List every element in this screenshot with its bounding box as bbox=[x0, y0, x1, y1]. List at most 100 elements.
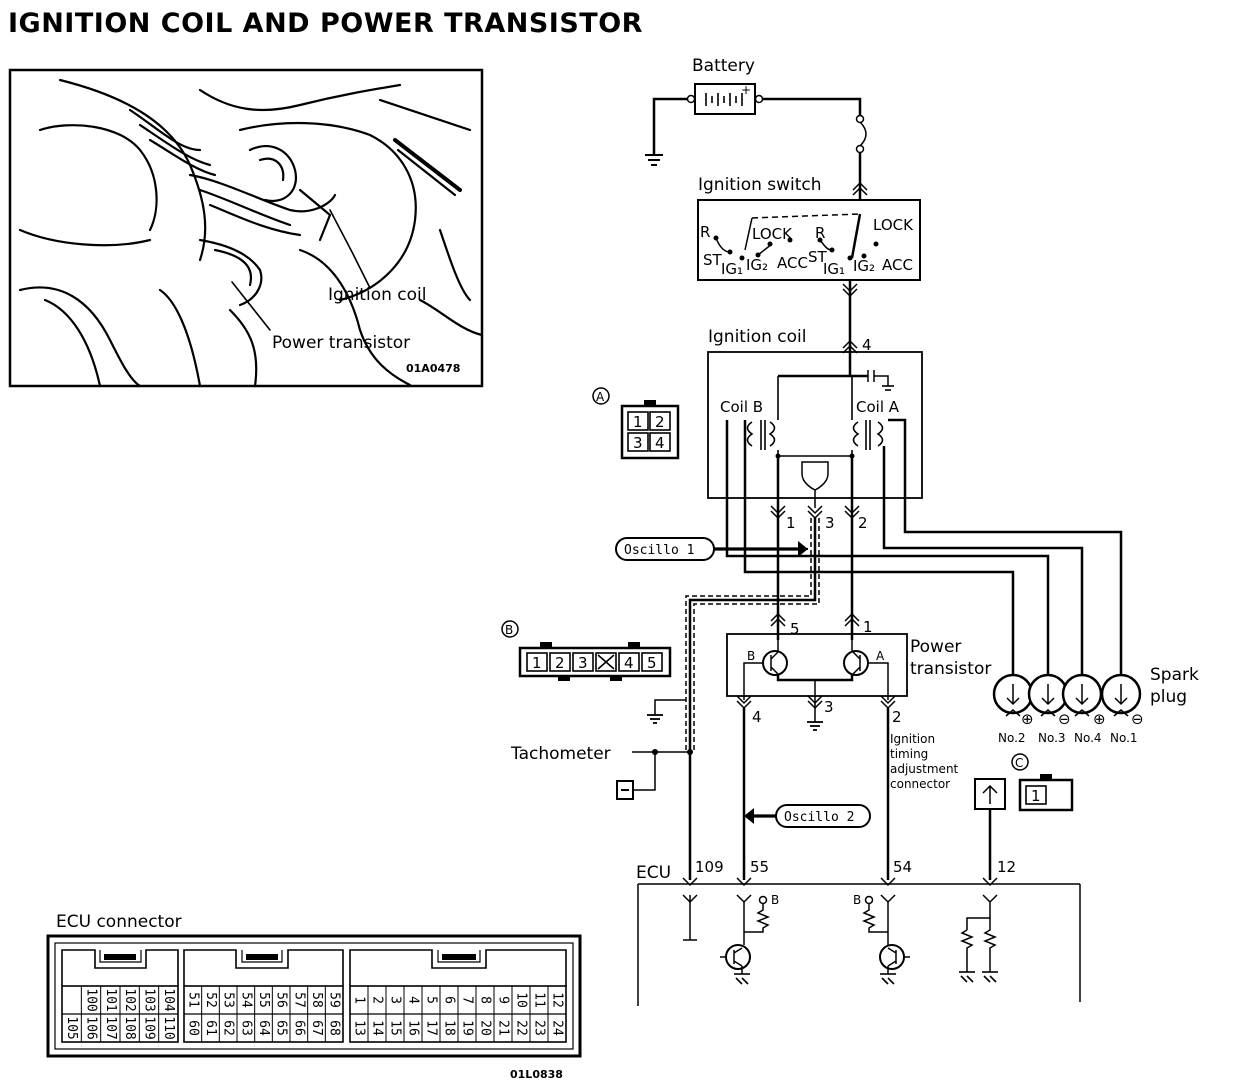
ecu-connector-pin-24: 24 bbox=[550, 1020, 565, 1036]
ecu-connector-pin-16: 16 bbox=[406, 1020, 421, 1036]
switch-left-ig1: IG₁ bbox=[721, 260, 743, 278]
ecu-connector-pin-102: 102 bbox=[122, 988, 137, 1011]
connector-a-pin-2: 2 bbox=[655, 413, 665, 431]
coil-a-secondary-lead-1 bbox=[888, 418, 1123, 684]
switch-left-r: R bbox=[700, 223, 710, 241]
battery-plus: + bbox=[741, 83, 751, 97]
coil-out-pin-2: 2 bbox=[858, 514, 868, 532]
ecu-connector-code: 01L0838 bbox=[510, 1068, 563, 1081]
ecu-terminal-54: 54 bbox=[893, 858, 912, 876]
ecu-connector-pin-17: 17 bbox=[424, 1020, 439, 1036]
ecu-connector-pin-13: 13 bbox=[352, 1020, 367, 1036]
tach-signal-wire bbox=[688, 518, 817, 880]
spark-plug-no1: ⊖ bbox=[1100, 673, 1144, 728]
ecu-connector-pin-18: 18 bbox=[442, 1020, 457, 1036]
ecu-terminal-12: 12 bbox=[997, 858, 1016, 876]
connector-a: A 1 2 3 4 bbox=[592, 387, 680, 460]
ecu-connector-pin-14: 14 bbox=[370, 1020, 385, 1036]
ecu-connector-pin-107: 107 bbox=[103, 1016, 118, 1039]
connector-b: B 1 2 3 4 5 bbox=[501, 620, 672, 681]
switch-right-acc: ACC bbox=[882, 256, 913, 274]
battery-cells bbox=[705, 93, 743, 106]
ecu-connector-pin-7: 7 bbox=[460, 996, 475, 1004]
coil-b-winding bbox=[746, 376, 779, 456]
ecu-connector-pin-12: 12 bbox=[550, 992, 565, 1008]
coil-connector-1 bbox=[770, 505, 786, 520]
ecu-connector-pin-52: 52 bbox=[203, 992, 218, 1008]
connector-a-pin-3: 3 bbox=[633, 434, 643, 452]
timing-label-1: Ignition bbox=[890, 732, 935, 746]
oscillo-2-label: Oscillo 2 bbox=[784, 810, 854, 825]
ecu-connector-pin-10: 10 bbox=[514, 992, 529, 1008]
tach-shield-line-1 bbox=[685, 518, 812, 750]
ecu-connector-pin-56: 56 bbox=[274, 992, 289, 1008]
ecu-connector-pin-105: 105 bbox=[64, 1016, 79, 1039]
ecu-connector-pin-104: 104 bbox=[161, 988, 176, 1012]
ecu-terminal-55: 55 bbox=[750, 858, 769, 876]
connector-b-pin-5: 5 bbox=[647, 654, 657, 672]
power-transistor: Power transistor 5 1 B A 4 3 2 bbox=[726, 612, 991, 731]
connector-b-pin-3: 3 bbox=[578, 654, 588, 672]
ecu-block: ECU 109 55 54 12 B B bbox=[636, 858, 1081, 1006]
ecu-connector-pin-21: 21 bbox=[496, 1020, 511, 1036]
ecu-connector-pin-67: 67 bbox=[309, 1020, 324, 1036]
ecu-connector-pin-110: 110 bbox=[161, 1016, 176, 1039]
connector-c-mark: C bbox=[1015, 756, 1023, 770]
ecu-connector-pin-11: 11 bbox=[532, 992, 547, 1008]
ecu-connector-pin-15: 15 bbox=[388, 1020, 403, 1036]
battery-ground-wire bbox=[652, 97, 688, 155]
spark-plugs: Spark plug ⊕ ⊖ ⊕ ⊖ No.2 No.3 No.4 bbox=[992, 665, 1199, 745]
switch-right-st: ST bbox=[808, 248, 828, 266]
page-title: IGNITION COIL AND POWER TRANSISTOR bbox=[8, 8, 643, 39]
spark-plug-no3: ⊖ bbox=[1027, 673, 1071, 728]
ecu-connector-pin-100: 100 bbox=[84, 988, 99, 1011]
coil-a-winding bbox=[851, 376, 884, 456]
ecu-internal-b-1: B bbox=[771, 893, 779, 907]
ecu-internal-b-2: B bbox=[853, 893, 861, 907]
spark-plug-number-2: No.2 bbox=[998, 731, 1026, 745]
switch-right-ig1: IG₁ bbox=[823, 260, 845, 278]
ecu-connector-pin-108: 108 bbox=[122, 1016, 137, 1039]
ecu-connector-pin-62: 62 bbox=[221, 1020, 236, 1036]
ecu-connector-pin-5: 5 bbox=[424, 996, 439, 1004]
ecu-connector-pin-55: 55 bbox=[256, 992, 271, 1008]
switch-left-ig2: IG₂ bbox=[746, 256, 768, 274]
oscillo-1-label: Oscillo 1 bbox=[624, 543, 694, 558]
battery-positive-wire bbox=[762, 97, 862, 115]
timing-label-3: adjustment bbox=[890, 762, 959, 776]
oscillo-1-probe: Oscillo 1 bbox=[615, 537, 808, 561]
ecu-connector-pin-59: 59 bbox=[327, 992, 342, 1008]
spark-plug-number-4: No.4 bbox=[1074, 731, 1102, 745]
ecu-connector-pin-101: 101 bbox=[103, 988, 118, 1011]
ecu-connector-pin-3: 3 bbox=[388, 996, 403, 1004]
ignition-coil: Ignition coil Coil B Coil A bbox=[707, 327, 923, 508]
ignition-coil-label: Ignition coil bbox=[708, 327, 806, 347]
tach-shield-line-2 bbox=[693, 518, 820, 750]
fusible-link bbox=[855, 114, 867, 154]
engine-photo-inset: Ignition coil Power transistor 01A0478 bbox=[8, 68, 484, 388]
ecu-connector-pin-68: 68 bbox=[327, 1020, 342, 1036]
ecu-connector-pin-61: 61 bbox=[203, 1020, 218, 1036]
spark-plug-no4-polarity: ⊕ bbox=[1093, 710, 1106, 728]
ground-symbol-battery bbox=[645, 154, 663, 166]
battery-label: Battery bbox=[692, 56, 755, 76]
switch-connector-bottom bbox=[842, 283, 858, 298]
connector-a-pin-1: 1 bbox=[633, 413, 643, 431]
ecu-connector-pin-53: 53 bbox=[221, 992, 236, 1008]
spark-plug-no1-polarity: ⊖ bbox=[1131, 710, 1144, 728]
ecu-connector-pin-4: 4 bbox=[406, 996, 421, 1004]
ecu-connector-pin-58: 58 bbox=[309, 992, 324, 1008]
ignition-switch-label: Ignition switch bbox=[698, 175, 822, 195]
ecu-connector-pin-60: 60 bbox=[185, 1020, 200, 1036]
coil-pin-4: 4 bbox=[862, 336, 872, 354]
spark-plug-label-1: Spark bbox=[1150, 665, 1199, 685]
coil-b-secondary-lead-2 bbox=[725, 420, 1050, 684]
ecu-connector-pin-109: 109 bbox=[142, 1016, 157, 1039]
spark-plug-number-3: No.3 bbox=[1038, 731, 1066, 745]
switch-left-st: ST bbox=[703, 251, 723, 269]
ecu-connector-pin-6: 6 bbox=[442, 996, 457, 1004]
switch-right-lock: LOCK bbox=[873, 216, 914, 234]
